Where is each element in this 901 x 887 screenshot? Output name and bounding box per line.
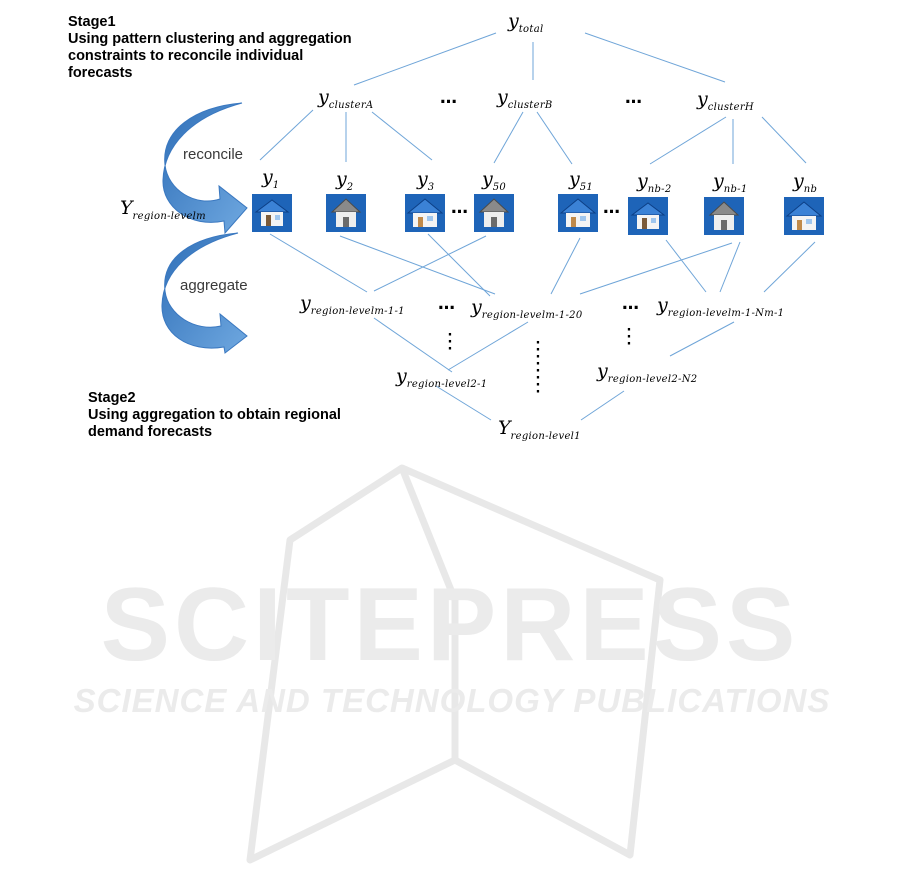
stage2-line1: Using aggregation to obtain regional	[88, 407, 341, 423]
house-blue-roof-icon	[628, 197, 668, 235]
node-y1: y1	[262, 166, 280, 191]
ellipsis-houses-2: …	[603, 198, 620, 218]
node-clusterA: yclusterA	[318, 86, 374, 111]
stage1-line1: Using pattern clustering and aggregation	[68, 31, 352, 47]
node-region-level-m-1-N: yregion-levelm-1-Nm-1	[657, 294, 785, 319]
node-region-level1: Yregion-level1	[498, 417, 581, 442]
node-region-level-m: Yregion-levelm	[120, 197, 206, 222]
house-blue-roof-icon	[405, 194, 445, 232]
node-ynb1: ynb-1	[713, 170, 748, 195]
reconcile-arrow-icon	[162, 102, 248, 235]
node-region-level2-1: yregion-level2-1	[396, 365, 488, 390]
node-y51: y51	[569, 168, 594, 193]
stage2-line2: demand forecasts	[88, 424, 213, 440]
stage1-line3: forecasts	[68, 65, 133, 81]
node-total: ytotal	[508, 10, 544, 35]
node-ynb2: ynb-2	[637, 170, 672, 195]
stage1-block: Stage1 Using pattern clustering and aggr…	[68, 14, 352, 82]
node-y50: y50	[482, 168, 507, 193]
stage2-title: Stage2	[88, 390, 136, 406]
house-blue-roof-icon	[252, 194, 292, 232]
house-gray-icon	[704, 197, 744, 235]
node-region-level2-N2: yregion-level2-N2	[597, 360, 698, 385]
node-y2: y2	[336, 168, 354, 193]
reconcile-label: reconcile	[183, 146, 244, 163]
aggregate-label: aggregate	[180, 277, 248, 294]
stage2-block: Stage2 Using aggregation to obtain regio…	[88, 390, 341, 441]
ellipsis-houses-1: …	[451, 198, 468, 218]
house-blue-roof-icon	[558, 194, 598, 232]
vertical-ellipsis-2: ········	[535, 336, 541, 400]
vertical-ellipsis-3: ···	[626, 323, 632, 352]
house-gray-icon	[326, 194, 366, 232]
watermark-main-text: SCITEPRESS	[101, 567, 800, 683]
node-clusterB: yclusterB	[497, 86, 553, 111]
node-clusterH: yclusterH	[697, 88, 754, 113]
aggregate-arrow-icon	[161, 232, 248, 354]
curved-arrows	[161, 102, 248, 354]
ellipsis-level-m1-1: …	[438, 294, 455, 314]
node-region-level-m-1-1: yregion-levelm-1-1	[300, 292, 405, 317]
ellipsis-clusters-2: …	[625, 88, 642, 108]
vertical-ellipsis-1: ···	[447, 328, 453, 357]
node-y3: y3	[417, 168, 435, 193]
stage1-line2: constraints to reconcile individual	[68, 48, 304, 64]
node-ynb: ynb	[793, 170, 818, 195]
house-gray-icon	[474, 194, 514, 232]
node-region-level-m-1-20: yregion-levelm-1-20	[471, 296, 583, 321]
ellipsis-level-m1-2: …	[622, 294, 639, 314]
watermark-sub-text: SCIENCE AND TECHNOLOGY PUBLICATIONS	[74, 682, 831, 719]
ellipsis-clusters-1: …	[440, 88, 457, 108]
house-blue-roof-icon	[784, 197, 824, 235]
stage1-title: Stage1	[68, 14, 116, 30]
